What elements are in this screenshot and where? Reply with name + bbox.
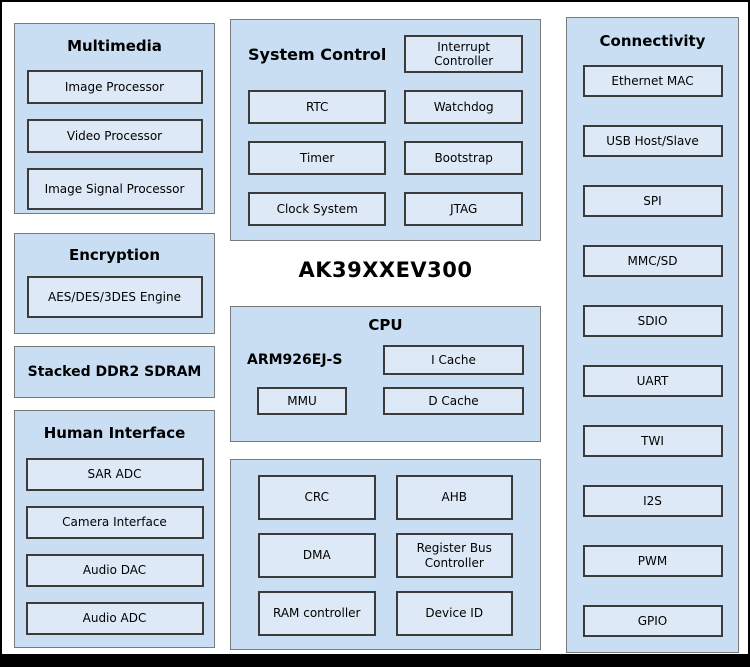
box-watchdog: Watchdog [404,90,523,124]
box-dma: DMA [258,533,376,578]
box-gpio: GPIO [582,605,723,637]
box-pwm: PWM [582,545,723,577]
box-i2s: I2S [582,485,723,517]
cpu-core-label: ARM926EJ-S [247,352,343,368]
box-i-cache: I Cache [383,345,524,375]
sdram-title: Stacked DDR2 SDRAM [27,364,202,380]
cpu-title: CPU [368,316,403,334]
box-jtag: JTAG [404,192,523,226]
box-ram-controller: RAM controller [258,591,376,636]
box-audio-adc: Audio ADC [25,602,204,635]
box-interrupt-controller: Interrupt Controller [404,35,523,73]
box-crc: CRC [258,475,376,520]
box-bootstrap: Bootstrap [404,141,523,175]
box-ethernet-mac: Ethernet MAC [582,65,723,97]
box-rtc: RTC [248,90,387,124]
box-clock-system: Clock System [248,192,387,226]
block-connectivity: Connectivity Ethernet MAC USB Host/Slave… [566,17,739,653]
human-interface-title: Human Interface [43,424,186,442]
box-uart: UART [582,365,723,397]
box-image-signal-processor: Image Signal Processor [26,168,203,210]
block-human-interface: Human Interface SAR ADC Camera Interface… [14,410,215,648]
box-aes-des-engine: AES/DES/3DES Engine [26,276,203,318]
block-encryption: Encryption AES/DES/3DES Engine [14,233,215,334]
box-d-cache: D Cache [383,387,524,415]
box-device-id: Device ID [395,591,513,636]
system-control-title: System Control [248,44,387,64]
block-bus-resources: CRC AHB DMA Register Bus Controller RAM … [230,459,541,650]
box-sdio: SDIO [582,305,723,337]
box-mmc-sd: MMC/SD [582,245,723,277]
box-video-processor: Video Processor [26,119,203,153]
box-mmu: MMU [257,387,347,415]
box-sar-adc: SAR ADC [25,458,204,491]
box-ahb: AHB [395,475,513,520]
block-cpu: CPU ARM926EJ-S I Cache MMU D Cache [230,306,541,442]
box-register-bus-controller: Register Bus Controller [395,533,513,578]
block-multimedia: Multimedia Image Processor Video Process… [14,23,215,214]
box-image-processor: Image Processor [26,70,203,104]
box-timer: Timer [248,141,387,175]
box-spi: SPI [582,185,723,217]
block-system-control: System Control Interrupt Controller RTC … [230,19,541,241]
encryption-title: Encryption [68,246,161,264]
box-camera-interface: Camera Interface [25,506,204,539]
multimedia-title: Multimedia [67,37,162,55]
box-audio-dac: Audio DAC [25,554,204,587]
box-twi: TWI [582,425,723,457]
chip-title: AK39XXEV300 [298,258,473,282]
connectivity-title: Connectivity [599,32,706,50]
block-sdram: Stacked DDR2 SDRAM [14,346,215,398]
box-usb-host-slave: USB Host/Slave [582,125,723,157]
